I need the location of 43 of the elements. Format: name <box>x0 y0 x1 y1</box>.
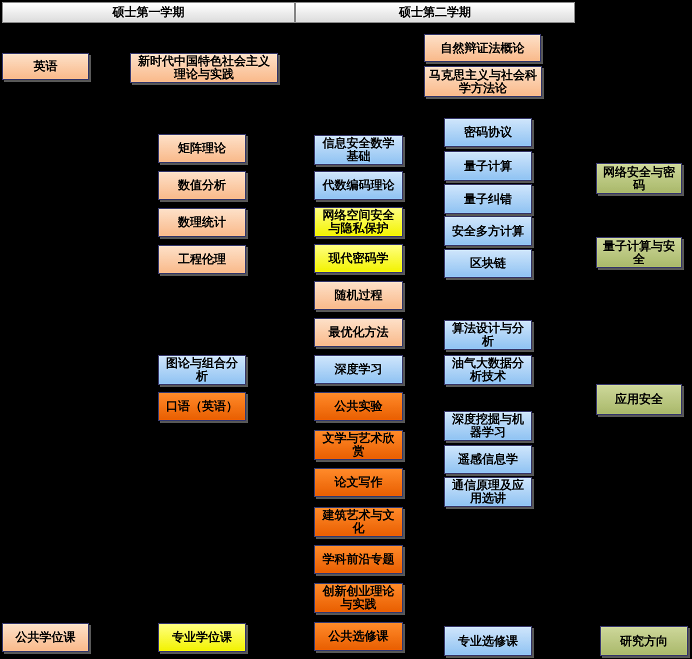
course-box: 量子计算与安全 <box>596 237 682 268</box>
course-box: 网络空间安全与隐私保护 <box>314 207 403 237</box>
course-box: 数理统计 <box>158 208 246 237</box>
course-box: 数值分析 <box>158 171 246 200</box>
key-box: 公共学位课 <box>2 623 89 652</box>
course-box: 网络安全与密码 <box>596 163 682 194</box>
course-box: 现代密码学 <box>314 244 403 273</box>
course-box: 油气大数据分析技术 <box>444 355 532 385</box>
course-box: 量子纠错 <box>444 184 532 214</box>
key-box: 研究方向 <box>600 626 688 656</box>
course-box: 量子计算 <box>444 151 532 181</box>
course-box: 代数编码理论 <box>314 171 403 200</box>
course-box: 信息安全数学基础 <box>314 135 403 165</box>
course-box: 算法设计与分析 <box>444 320 532 350</box>
course-box: 深度学习 <box>314 355 403 384</box>
header-bar: 硕士第一学期 <box>2 2 295 23</box>
course-box: 图论与组合分析 <box>158 355 246 385</box>
course-box: 安全多方计算 <box>444 216 532 246</box>
course-box: 口语（英语） <box>158 392 246 421</box>
course-box: 密码协议 <box>444 118 532 147</box>
course-box: 马克思主义与社会科学方法论 <box>424 66 542 97</box>
course-box: 工程伦理 <box>158 245 246 274</box>
course-box: 随机过程 <box>314 281 403 310</box>
course-box: 学科前沿专题 <box>314 545 403 574</box>
key-box: 专业学位课 <box>158 623 246 652</box>
course-box: 创新创业理论与实践 <box>314 583 403 613</box>
course-box: 区块链 <box>444 249 532 278</box>
course-box: 最优化方法 <box>314 318 403 347</box>
key-box: 专业选修课 <box>444 626 532 656</box>
course-box: 自然辩证法概论 <box>424 34 541 62</box>
header-bar: 硕士第二学期 <box>295 2 575 23</box>
course-box: 新时代中国特色社会主义理论与实践 <box>130 53 278 83</box>
course-box: 遥感信息学 <box>444 445 532 474</box>
course-box: 矩阵理论 <box>158 134 246 163</box>
course-box: 建筑艺术与文化 <box>314 507 403 537</box>
key-box: 公共选修课 <box>314 622 403 651</box>
course-box: 通信原理及应用选讲 <box>444 477 532 507</box>
course-box: 公共实验 <box>314 392 403 421</box>
course-box: 深度挖掘与机器学习 <box>444 411 532 441</box>
course-box: 论文写作 <box>314 468 403 497</box>
course-box: 英语 <box>2 53 89 80</box>
course-box: 应用安全 <box>596 384 682 415</box>
course-box: 文学与艺术欣赏 <box>314 430 403 460</box>
